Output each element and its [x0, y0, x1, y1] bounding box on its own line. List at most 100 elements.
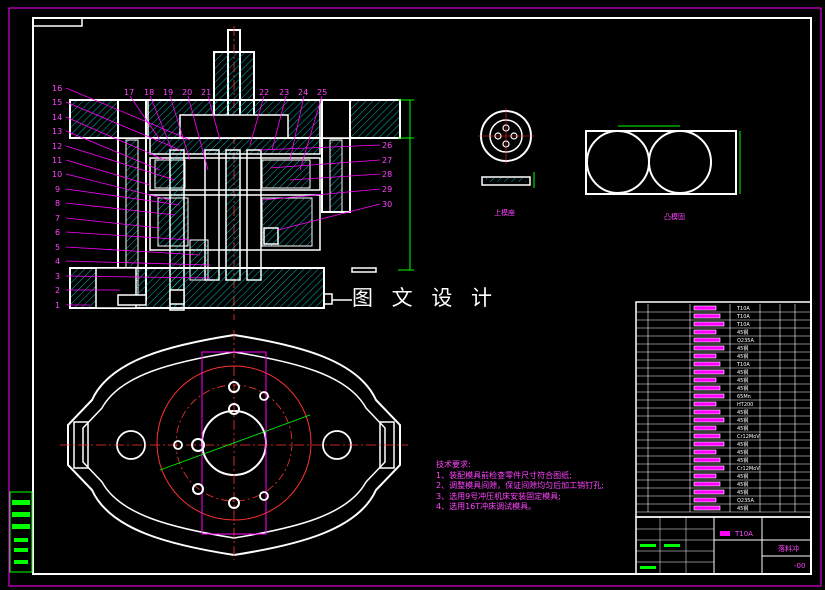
bom-material-17: Cr12MoV	[737, 434, 760, 440]
bom-name-cell	[693, 377, 717, 383]
outer-frame	[8, 7, 822, 587]
watermark-text: 图 文 设 计	[352, 286, 499, 310]
callout-left-9: 9	[55, 185, 60, 194]
bom-name-cell	[693, 329, 717, 335]
callout-right-28: 28	[382, 170, 392, 179]
bom-material-5: Q235A	[737, 338, 754, 344]
bom-name-cell	[693, 465, 725, 471]
bom-name-cell	[693, 369, 725, 375]
title-block-code: -00	[794, 562, 805, 570]
bom-material-18: 45钢	[737, 441, 748, 448]
bom-material-16: 45钢	[737, 425, 748, 432]
plan-view	[60, 330, 408, 560]
callout-left-6: 6	[55, 228, 60, 237]
bom-material-2: T10A	[736, 314, 750, 320]
bom-name-cell	[693, 449, 717, 455]
callout-numbers: 16 15 14 13 12 11 10 9 8 7 6 5 4 3 2 1 1…	[52, 84, 392, 310]
bom-name-cell	[693, 321, 725, 327]
callout-left-5: 5	[55, 243, 60, 252]
bom-name-cell	[693, 393, 725, 399]
bom-name-cell	[693, 353, 717, 359]
bom-material-24: 45钢	[737, 489, 748, 496]
bom-name-cell	[693, 385, 721, 391]
tech-item-2: 2、调整模具间隙，保证间隙均匀后加工销钉孔;	[436, 481, 604, 490]
title-block-material: T10A	[734, 530, 753, 538]
tech-item-4: 4、选用16T冲床调试模具。	[436, 502, 537, 511]
bom-name-cell	[693, 313, 721, 319]
bom-name-cell	[693, 505, 721, 511]
detail-lower-caption: 凸模固	[664, 212, 685, 221]
callout-left-16: 16	[52, 84, 62, 93]
callout-left-4: 4	[55, 257, 60, 266]
callout-left-13: 13	[52, 127, 62, 136]
callout-top-21: 21	[201, 88, 211, 97]
callout-left-10: 10	[52, 170, 62, 179]
bom-material-11: 45钢	[737, 385, 748, 392]
bom-name-cell	[693, 433, 721, 439]
callout-top-17: 17	[124, 88, 134, 97]
bom-material-26: 45钢	[737, 505, 748, 512]
section-view	[69, 26, 414, 320]
bom-material-23: 45钢	[737, 481, 748, 488]
bom-material-7: 45钢	[737, 353, 748, 360]
technical-requirements: 技术要求: 1、装配模具前检查零件尺寸符合图纸; 2、调整模具间隙，保证间隙均匀…	[436, 460, 604, 513]
bom-material-13: HT200	[737, 402, 753, 408]
bom-material-6: 45钢	[737, 345, 748, 352]
callout-left-8: 8	[55, 199, 60, 208]
callout-top-18: 18	[144, 88, 154, 97]
bom-material-12: 65Mn	[737, 394, 751, 400]
title-block: T10A 落料冲 -00	[635, 516, 812, 575]
top-left-tag	[32, 17, 83, 27]
bom-name-cell	[693, 345, 725, 351]
callout-left-2: 2	[55, 286, 60, 295]
callout-right-26: 26	[382, 141, 392, 150]
detail-captions: 上模座 凸模固	[494, 208, 685, 221]
bom-material-10: 45钢	[737, 377, 748, 384]
callout-left-14: 14	[52, 113, 62, 122]
callout-left-3: 3	[55, 272, 60, 281]
tech-item-3: 3、选用9号冲压机床安装固定模具;	[436, 491, 561, 501]
bom-name-cell	[693, 409, 721, 415]
title-block-name: 落料冲	[778, 544, 799, 553]
bom-material-15: 45钢	[737, 417, 748, 424]
inner-frame	[32, 17, 812, 575]
bom-name-cell	[693, 497, 717, 503]
bom-name-cell	[693, 425, 717, 431]
bom-table: T10AT10AT10A45钢Q235A45钢45钢T10A45钢45钢45钢6…	[635, 301, 812, 518]
callout-top-23: 23	[279, 88, 289, 97]
bom-name-cell	[693, 481, 721, 487]
tech-item-1: 1、装配模具前检查零件尺寸符合图纸;	[436, 470, 572, 480]
bom-material-4: 45钢	[737, 329, 748, 336]
callout-left-7: 7	[55, 214, 60, 223]
callout-right-30: 30	[382, 200, 392, 209]
detail-lower	[585, 125, 741, 195]
callout-left-1: 1	[55, 301, 60, 310]
bom-material-19: 45钢	[737, 449, 748, 456]
callout-left-15: 15	[52, 98, 62, 107]
callout-top-20: 20	[182, 88, 192, 97]
bom-material-21: Cr12MoV	[737, 466, 760, 472]
bom-name-cell	[693, 417, 725, 423]
callout-leaders	[65, 87, 381, 306]
bom-name-cell	[693, 473, 717, 479]
bom-name-cell	[693, 489, 725, 495]
bom-name-cell	[693, 441, 725, 447]
bom-name-cell	[693, 337, 721, 343]
bom-material-1: T10A	[736, 306, 750, 312]
bom-name-cell	[693, 401, 717, 407]
callout-right-29: 29	[382, 185, 392, 194]
callout-left-12: 12	[52, 142, 62, 151]
bom-name-cell	[693, 361, 721, 367]
detail-upper	[478, 108, 535, 188]
bom-material-8: T10A	[736, 362, 750, 368]
callout-top-25: 25	[317, 88, 327, 97]
side-registry-strip	[9, 491, 33, 573]
bom-material-22: 45钢	[737, 473, 748, 480]
bom-material-25: Q235A	[737, 498, 754, 504]
tech-title: 技术要求:	[436, 460, 471, 469]
bom-name-cell	[693, 305, 717, 311]
callout-top-24: 24	[298, 88, 308, 97]
callout-top-22: 22	[259, 88, 269, 97]
callout-left-11: 11	[52, 156, 62, 165]
